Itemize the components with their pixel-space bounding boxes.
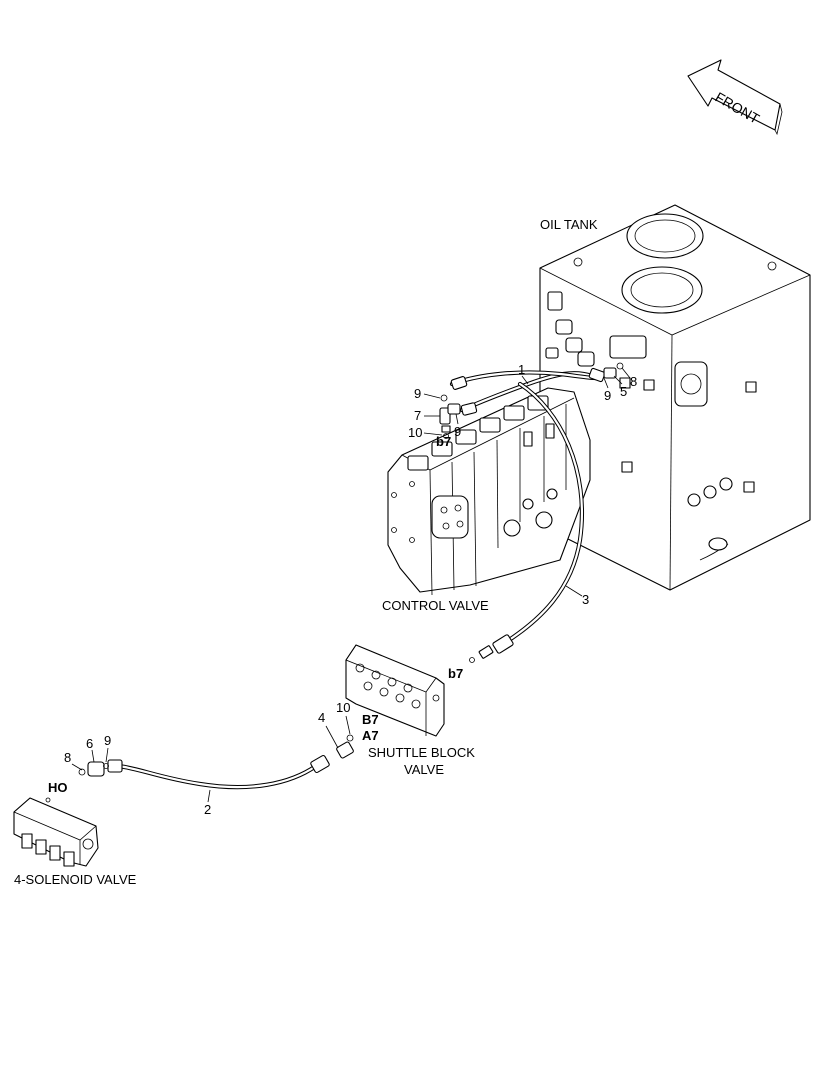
callout-6: 6 bbox=[86, 736, 93, 751]
solenoid-valve-label: 4-SOLENOID VALVE bbox=[14, 872, 137, 887]
control-valve-label: CONTROL VALVE bbox=[382, 598, 489, 613]
callout-10-mid: 10 bbox=[336, 700, 350, 715]
four-solenoid-valve: 4-SOLENOID VALVE bbox=[13, 797, 137, 887]
callout-1: 1 bbox=[518, 362, 525, 377]
control-valve: CONTROL VALVE bbox=[382, 387, 591, 613]
hose-3 bbox=[469, 381, 585, 663]
shuttle-block-label-line1: SHUTTLE BLOCK bbox=[368, 745, 475, 760]
callout-5: 5 bbox=[620, 384, 627, 399]
callout-9-mid: 9 bbox=[454, 424, 461, 439]
port-HO: HO bbox=[48, 780, 68, 795]
port-A7: A7 bbox=[362, 728, 379, 743]
port-b7-shuttle: b7 bbox=[448, 666, 463, 681]
callout-4: 4 bbox=[318, 710, 325, 725]
callout-8-left: 8 bbox=[64, 750, 71, 765]
callout-9-right: 9 bbox=[604, 388, 611, 403]
callout-7: 7 bbox=[414, 408, 421, 423]
callout-8-right: 8 bbox=[630, 374, 637, 389]
front-arrow-icon: FRONT bbox=[687, 59, 783, 136]
oil-tank: OIL TANK bbox=[539, 204, 811, 591]
elbow-fitting-7 bbox=[439, 394, 461, 439]
hose-2 bbox=[78, 734, 354, 790]
oil-tank-label: OIL TANK bbox=[540, 217, 598, 232]
callout-3: 3 bbox=[582, 592, 589, 607]
tank-fitting-5 bbox=[603, 362, 624, 379]
callout-2: 2 bbox=[204, 802, 211, 817]
shuttle-block-valve: SHUTTLE BLOCK VALVE bbox=[345, 644, 475, 777]
port-B7: B7 bbox=[362, 712, 379, 727]
callout-9-top: 9 bbox=[414, 386, 421, 401]
port-b7-control: b7 bbox=[436, 434, 451, 449]
shuttle-block-label-line2: VALVE bbox=[404, 762, 444, 777]
callout-9-left: 9 bbox=[104, 733, 111, 748]
callout-10-top: 10 bbox=[408, 425, 422, 440]
